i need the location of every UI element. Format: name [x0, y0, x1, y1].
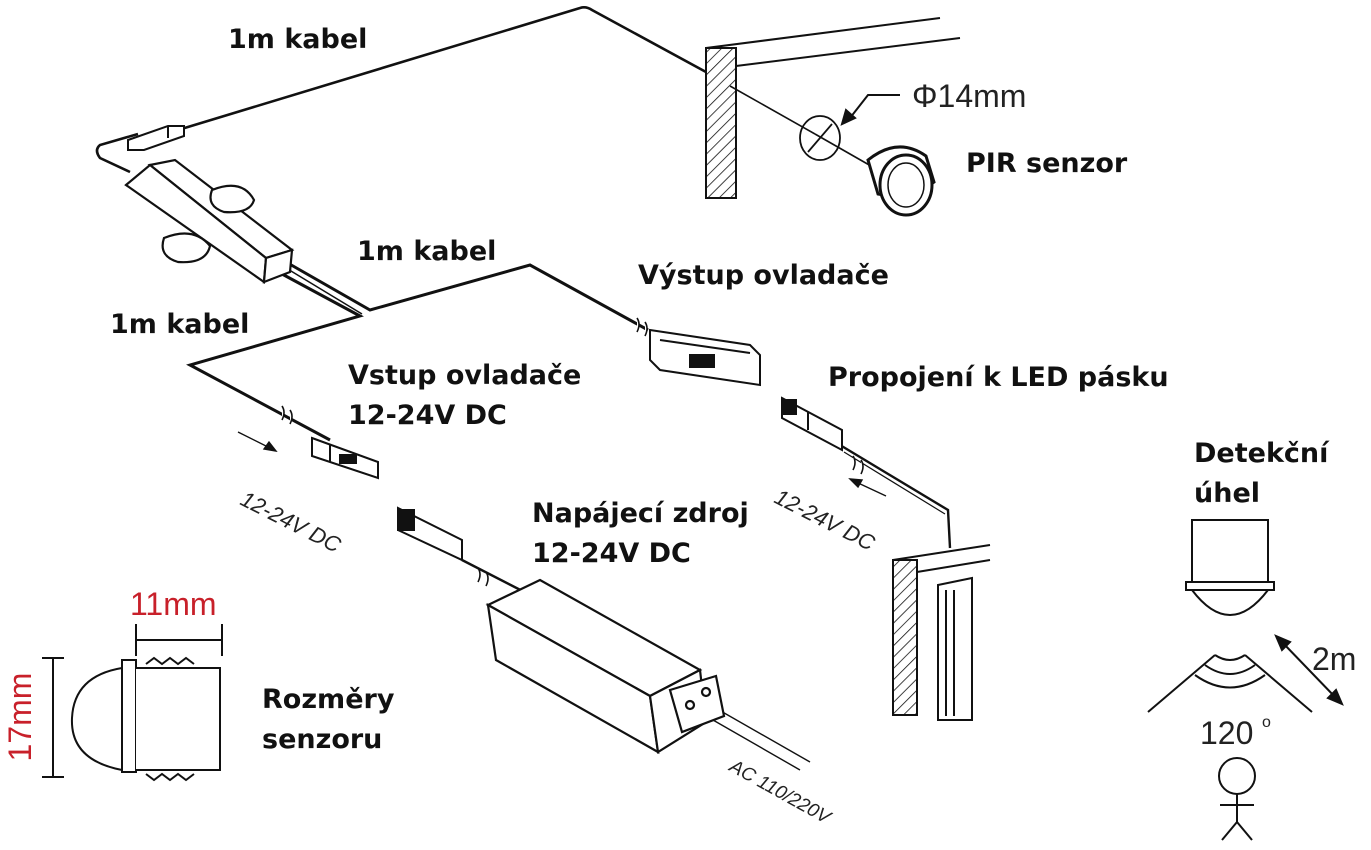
detection-cone	[1147, 654, 1313, 713]
power-supply-connector	[397, 506, 463, 562]
controller-input-connector	[311, 436, 379, 480]
detection-angle-label: Detekční	[1194, 438, 1329, 469]
cable-to-pir-sensor	[95, 6, 707, 174]
cable-break-marks	[281, 317, 864, 587]
cable-to-led-strip	[839, 443, 952, 549]
height-dimension-line	[42, 657, 64, 778]
sensor-dimension-drawing	[70, 656, 221, 782]
led-connection-label: Propojení k LED pásku	[828, 362, 1169, 393]
diameter-leader	[840, 94, 900, 126]
range-arrow	[1274, 634, 1344, 706]
sensor-dimensions-label: Rozměry	[262, 684, 395, 715]
cable-label-top: 1m kabel	[228, 24, 368, 55]
direction-arrow-led	[848, 478, 887, 497]
cable-controller-to-input	[186, 272, 364, 442]
lower-wall	[892, 544, 991, 721]
inline-connector	[127, 125, 185, 151]
width-dimension-line	[135, 624, 223, 656]
range-label: 2m	[1312, 641, 1357, 677]
sensor-dimensions-label-2: senzoru	[262, 724, 383, 755]
width-dimension-label: 11mm	[130, 586, 217, 622]
person-icon	[1218, 757, 1256, 841]
direction-arrow-input	[237, 431, 278, 452]
cable-label-mid: 1m kabel	[357, 236, 497, 267]
controller-output-connector	[649, 328, 761, 387]
controller-box	[124, 158, 295, 285]
height-dimension-label: 17mm	[2, 672, 38, 762]
upper-wall	[705, 17, 961, 199]
power-supply-voltage: 12-24V DC	[532, 538, 691, 569]
cable-controller-to-output	[285, 260, 649, 332]
detection-angle-label-2: úhel	[1194, 478, 1261, 509]
pir-sensor-icon	[866, 145, 936, 217]
detection-sensor-icon	[1185, 519, 1275, 616]
diameter-label: Φ14mm	[912, 78, 1027, 114]
cable-label-left: 1m kabel	[110, 309, 250, 340]
cable-ac-input	[705, 705, 811, 771]
power-supply-box	[485, 578, 726, 755]
controller-input-label: Vstup ovladače	[348, 360, 582, 391]
controller-output-label: Výstup ovladače	[638, 260, 889, 291]
controller-input-voltage: 12-24V DC	[348, 400, 507, 431]
angle-label: 120	[1200, 715, 1254, 751]
led-strip-connector	[781, 396, 843, 452]
angle-degree-mark: o	[1262, 714, 1271, 731]
wall-cable-to-sensor	[729, 85, 879, 171]
pir-sensor-label: PIR senzor	[966, 148, 1128, 179]
sensor-hole	[799, 115, 841, 161]
power-supply-label: Napájecí zdroj	[532, 498, 749, 529]
